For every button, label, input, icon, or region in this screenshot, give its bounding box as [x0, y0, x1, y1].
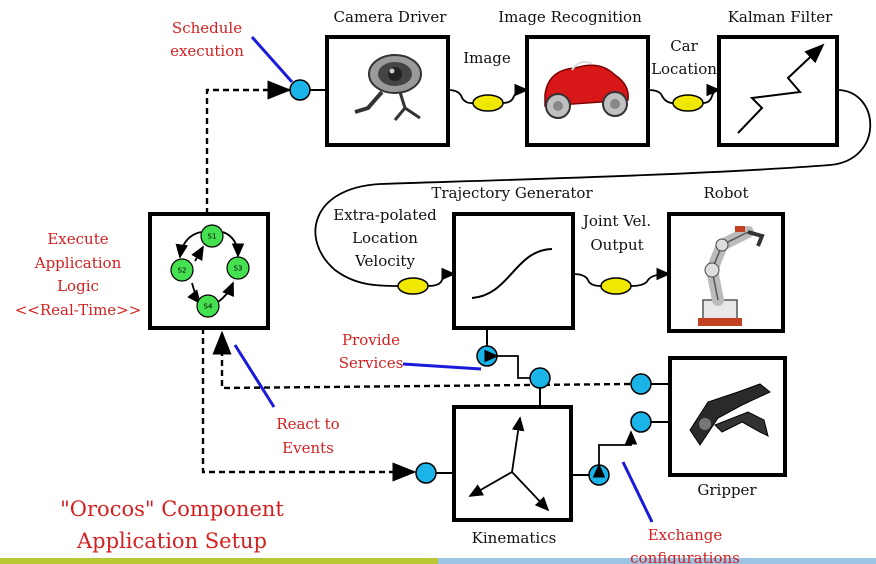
gripper-event-port — [630, 373, 652, 395]
car-label-line1: Car — [670, 37, 698, 55]
car-location-data-token — [672, 94, 704, 112]
state-s1 — [200, 224, 224, 248]
webcam-icon — [354, 54, 422, 121]
axes-icon — [468, 416, 550, 512]
kalman-filter-box — [717, 35, 839, 147]
image-data-token — [472, 94, 504, 112]
gripper-box — [668, 356, 787, 477]
image-recognition-label: Image Recognition — [498, 8, 642, 26]
execute-line4: <<Real-Time>> — [15, 301, 142, 319]
extrapolated-to-trajectory-wire — [427, 267, 456, 287]
joint-to-robot-wire — [630, 267, 671, 287]
gripper-label: Gripper — [697, 481, 757, 499]
state-s4-label: S4 — [204, 303, 213, 311]
title-line2: Application Setup — [76, 529, 267, 553]
service-connection — [484, 349, 530, 379]
execute-line1: Execute — [47, 230, 108, 248]
logic-to-kinematics-dashed-link — [201, 328, 417, 482]
state-machine-icon: S1 S2 S3 S4 — [170, 224, 250, 318]
state-s1-label: S1 — [208, 233, 217, 241]
camera-driver-label: Camera Driver — [334, 8, 448, 26]
react-line1: React to — [276, 415, 339, 433]
provide-pointer — [402, 362, 482, 371]
extrapolated-label-line3: Velocity — [354, 252, 415, 270]
schedule-dashed-link — [205, 80, 292, 214]
trajectory-to-joint-wire — [572, 273, 602, 287]
kalman-to-trajectory-wire — [314, 89, 871, 287]
joint-vel-label-line1: Joint Vel. — [581, 212, 651, 230]
schedule-pointer — [250, 36, 294, 83]
state-s4 — [196, 294, 220, 318]
robot-arm-icon — [698, 226, 765, 326]
events-dashed-link — [212, 330, 631, 390]
trajectory-generator-box — [452, 212, 575, 330]
kinematics-service-port — [529, 367, 551, 389]
kinematics-input-port — [415, 462, 437, 484]
recognition-to-car-wire — [647, 89, 674, 104]
joint-vel-label-line2: Output — [590, 236, 643, 254]
provide-line1: Provide — [342, 331, 400, 349]
camera-trigger-port — [289, 79, 311, 101]
car-label-line2: Location — [651, 60, 717, 78]
schedule-line1: Schedule — [172, 19, 242, 37]
kalman-trajectory-icon — [737, 43, 825, 134]
image-to-recognition-wire — [502, 83, 529, 104]
joint-vel-data-token — [600, 277, 632, 295]
footer-strip-blue — [438, 558, 876, 564]
s-curve-icon — [471, 248, 553, 299]
schedule-line2: execution — [170, 42, 244, 60]
robot-box — [667, 212, 785, 333]
exchange-line2: configurations — [630, 549, 740, 564]
state-s2-label: S2 — [178, 267, 187, 275]
kinematics-config-port — [588, 464, 610, 486]
gripper-icon — [689, 383, 771, 446]
kinematics-label: Kinematics — [472, 529, 557, 547]
gripper-config-port — [630, 411, 652, 433]
exchange-pointer — [621, 461, 654, 523]
state-s2 — [170, 258, 194, 282]
config-exchange-connection — [592, 430, 638, 478]
red-car-icon — [544, 61, 629, 119]
extrapolated-data-token — [397, 277, 429, 295]
state-s3 — [226, 256, 250, 280]
react-line2: Events — [282, 439, 334, 457]
image-data-label: Image — [463, 49, 511, 67]
exchange-line1: Exchange — [648, 526, 723, 544]
extrapolated-label-line1: Extra-polated — [333, 206, 437, 224]
provide-line2: Services — [339, 354, 404, 372]
trajectory-service-port — [476, 345, 498, 367]
extrapolated-label-line2: Location — [352, 229, 418, 247]
state-s3-label: S3 — [234, 265, 243, 273]
react-pointer — [233, 344, 276, 408]
footer-strip-green — [0, 558, 438, 564]
robot-label: Robot — [704, 184, 749, 202]
car-to-kalman-wire — [702, 83, 721, 104]
title-line1: "Orocos" Component — [60, 497, 284, 521]
kalman-filter-label: Kalman Filter — [728, 8, 833, 26]
execute-line3: Logic — [57, 277, 99, 295]
trajectory-generator-label: Trajectory Generator — [431, 184, 593, 202]
execute-line2: Application — [34, 254, 122, 272]
camera-to-image-wire — [447, 89, 474, 105]
